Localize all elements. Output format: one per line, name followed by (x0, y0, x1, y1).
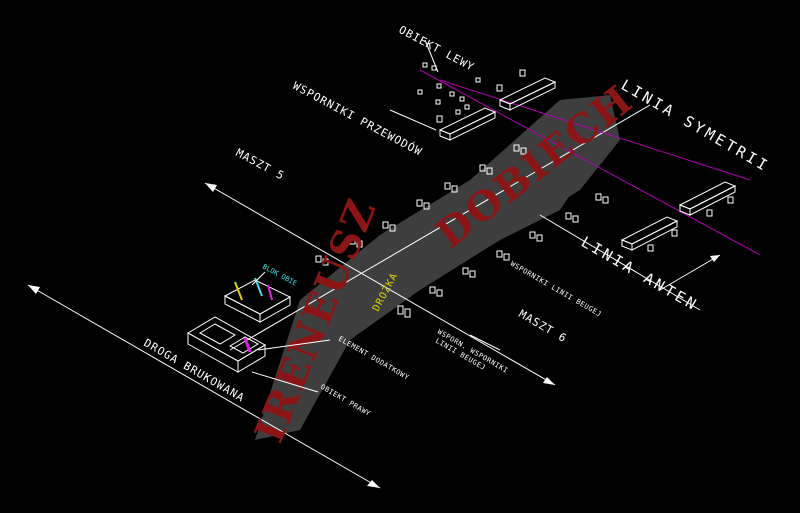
watermark-surname: DOBIECH (427, 75, 642, 257)
label-linia-symetrii: LINIA SYMETRII (618, 76, 773, 176)
ground-objects (186, 279, 292, 373)
bar-blocks (436, 69, 737, 252)
main-lines (27, 69, 761, 489)
support-pairs (315, 62, 609, 318)
label-obiekt-lewy: OBIEKT LEWY (397, 23, 477, 74)
label-wsporniki-przewodow: WSPORNIKI PRZEWODÓW (291, 79, 425, 158)
label-linia-anten: LINIA ANTEN (578, 233, 702, 315)
leader-lines (251, 39, 439, 393)
label-maszt-5: MASZT 5 (234, 146, 287, 183)
arrow-heads (28, 183, 720, 488)
label-maszt-6: MASZT 6 (517, 307, 570, 345)
label-blok-obiekt: BLOK OBIE (261, 263, 298, 288)
label-obiekt-prawy: OBIEKT PRAWY (319, 383, 372, 418)
label-wsporniki-vsporniki: WSPORN. WSPORNIKI (436, 328, 509, 375)
label-element-dodatkowy: ELEMENT DODATKOWY (337, 335, 411, 382)
watermark-smudge (255, 95, 620, 440)
colored-markers (234, 277, 273, 353)
